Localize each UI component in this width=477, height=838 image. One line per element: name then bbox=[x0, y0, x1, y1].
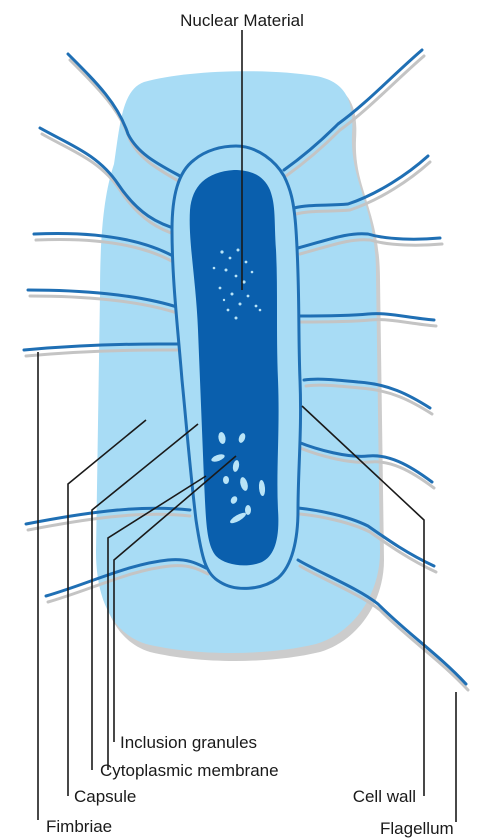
label-flagellum: Flagellum bbox=[380, 819, 454, 838]
label-capsule: Capsule bbox=[74, 787, 136, 806]
label-inclusion-granules: Inclusion granules bbox=[120, 733, 257, 752]
label-cytoplasmic-membrane: Cytoplasmic membrane bbox=[100, 761, 279, 780]
label-fimbriae: Fimbriae bbox=[46, 817, 112, 836]
label-nuclear-material: Nuclear Material bbox=[180, 11, 304, 30]
label-cell-wall: Cell wall bbox=[353, 787, 416, 806]
